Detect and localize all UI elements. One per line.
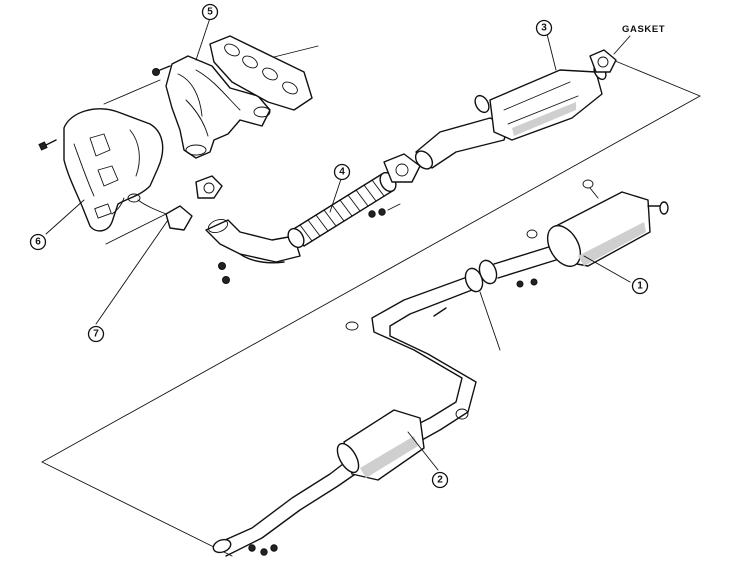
callout-5-number: 5 [207,7,213,18]
muffler [493,179,669,279]
callout-2-number: 2 [437,475,443,486]
callout-3: 3 [535,19,553,37]
flexible-pipe-nuts [368,203,401,218]
callout-6-number: 6 [35,237,41,248]
front-pipe-gasket [195,175,223,199]
front-pipe [205,218,301,264]
callout-1-number: 1 [637,281,643,292]
center-pipe [212,275,477,557]
callout-3-number: 3 [541,23,547,34]
callout-7-number: 7 [93,329,99,340]
callout-leaders [45,17,631,471]
resonator [336,409,425,481]
front-pipe-bracket [127,193,193,231]
callout-6: 6 [29,233,47,251]
front-pipe-nuts [218,262,230,284]
catalytic-converter-gasket [589,49,617,73]
assembly-divider-lines [41,45,701,557]
exhaust-manifold [165,55,271,159]
callout-2: 2 [431,471,449,489]
catalytic-converter [474,63,607,141]
heat-shield [63,108,164,232]
flexible-pipe [287,171,397,249]
manifold-gasket [209,35,313,111]
callout-1: 1 [631,277,649,295]
callout-7: 7 [87,325,105,343]
gasket-label: GASKET [622,24,665,35]
callout-4: 4 [333,163,351,181]
catalytic-converter-pipe [414,117,509,170]
heat-shield-bolt [38,139,57,151]
manifold-stud-nut [152,65,171,76]
center-pipe-nuts [248,544,278,556]
callout-5: 5 [201,3,219,21]
callout-4-number: 4 [339,167,345,178]
flange-gasket-upper [383,153,421,183]
rear-joint-gasket [433,259,538,351]
gasket-leader [613,35,631,55]
